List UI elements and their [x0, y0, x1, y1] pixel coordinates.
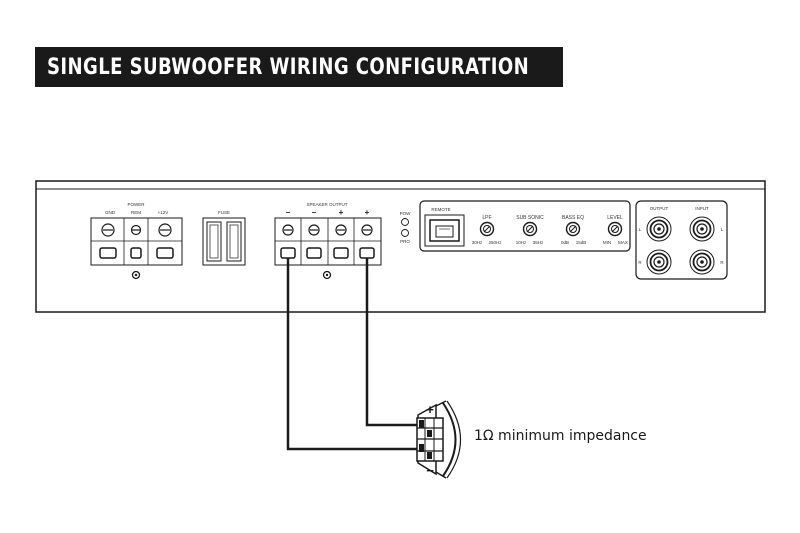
speaker-output-block: SPEAKER OUTPUT − − + + [274, 202, 382, 280]
rca-in-r-label: R [720, 260, 724, 265]
knob-subsonic-label: SUB SONIC [516, 215, 544, 221]
power-terminal-block: POWER GND REM +12V [90, 202, 183, 280]
rca-input-label: INPUT [695, 206, 709, 211]
pro-label: PRO [400, 239, 410, 244]
knob-lpf[interactable]: LPF 30Hz 250Hz [472, 215, 503, 245]
control-panel: REMOTE LPF 30Hz 250Hz SUB SONIC 10Hz 35H… [419, 200, 631, 252]
subwoofer-cone-outline [442, 402, 457, 477]
power-label: POWER [127, 202, 145, 207]
knob-level-label: LEVEL [607, 215, 623, 221]
knob-bass-eq-max: 15dB [576, 240, 587, 245]
rca-output-label: OUTPUT [650, 206, 669, 211]
speaker-terminal-2-sign: − [312, 208, 317, 217]
knob-bass-eq[interactable]: BASS EQ 0dB 15dB [561, 215, 586, 245]
diagram-title: SINGLE SUBWOOFER WIRING CONFIGURATION [47, 54, 530, 80]
remote-port-inner [435, 225, 454, 238]
knob-level[interactable]: LEVEL MIN MAX [603, 215, 628, 245]
rca-output-left-jack[interactable] [646, 216, 672, 242]
speaker-terminal-4-sign: + [365, 208, 370, 217]
negative-speaker-wire [286, 258, 419, 451]
pro-led-icon [401, 229, 409, 237]
rca-output-right-jack[interactable] [646, 249, 672, 275]
knob-level-max: MAX [618, 240, 628, 245]
subwoofer-plus-label: + [426, 402, 434, 417]
knob-lpf-max: 250Hz [488, 240, 502, 245]
knob-subsonic[interactable]: SUB SONIC 10Hz 35Hz [516, 215, 544, 245]
speaker-wires [286, 258, 419, 451]
gnd-port-icon [99, 247, 117, 259]
knob-lpf-label: LPF [482, 215, 491, 221]
subwoofer-plus-terminal [419, 420, 424, 428]
rem-port-icon [130, 247, 142, 259]
speaker-terminal-1-sign: − [286, 208, 291, 217]
plus12v-port-icon [156, 247, 174, 259]
speaker-port-2-icon [306, 247, 322, 259]
subwoofer-minus-label: − [426, 463, 434, 478]
rem-label: REM [131, 210, 141, 215]
knob-subsonic-min: 10Hz [516, 240, 527, 245]
status-leds: POW PRO [400, 211, 412, 244]
pow-label: POW [400, 211, 412, 216]
rca-input-left-jack[interactable] [689, 216, 715, 242]
subwoofer-icon: + − [416, 400, 462, 479]
knob-bass-eq-label: BASS EQ [562, 215, 584, 221]
gnd-label: GND [105, 210, 116, 215]
rca-out-l-label: L [639, 227, 642, 232]
speaker-port-1-icon [280, 247, 296, 259]
title-bar: SINGLE SUBWOOFER WIRING CONFIGURATION [35, 47, 563, 87]
fuse-block: FUSE [202, 210, 246, 266]
knob-subsonic-max: 35Hz [533, 240, 544, 245]
knob-bass-eq-min: 0dB [561, 240, 569, 245]
speaker-port-3-icon [333, 247, 349, 259]
rca-out-r-label: R [638, 260, 642, 265]
subwoofer-minus-terminal [419, 444, 424, 452]
remote-label: REMOTE [431, 207, 450, 212]
knob-lpf-min: 30Hz [472, 240, 483, 245]
speaker-output-label: SPEAKER OUTPUT [306, 202, 347, 207]
impedance-note: 1Ω minimum impedance [474, 428, 647, 444]
plus12v-label: +12V [158, 210, 169, 215]
knob-level-min: MIN [603, 240, 611, 245]
fuse-label: FUSE [218, 210, 230, 215]
speaker-terminal-3-sign: + [339, 208, 344, 217]
speaker-port-4-icon [359, 247, 375, 259]
speaker-screws [282, 224, 373, 236]
rca-in-l-label: L [721, 227, 724, 232]
rca-input-right-jack[interactable] [689, 249, 715, 275]
pow-led-icon [401, 218, 409, 226]
positive-speaker-wire [365, 258, 419, 427]
rca-panel: OUTPUT INPUT L L R R [635, 200, 728, 280]
